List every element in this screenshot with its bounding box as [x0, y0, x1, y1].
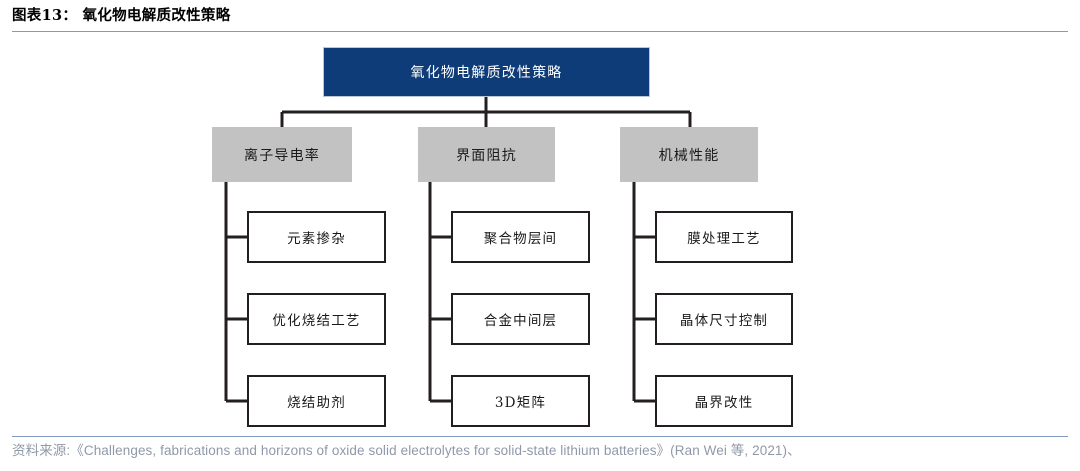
footer-divider [12, 436, 1068, 437]
page-title: 图表13： 氧化物电解质改性策略 [12, 7, 231, 24]
node-leaf[interactable]: 3D矩阵 [451, 375, 590, 427]
node-root[interactable]: 氧化物电解质改性策略 [323, 47, 650, 97]
node-category-mechanical-performance[interactable]: 机械性能 [620, 127, 758, 182]
node-leaf[interactable]: 晶体尺寸控制 [655, 293, 793, 345]
header-divider [12, 31, 1068, 32]
node-category-interface-impedance[interactable]: 界面阻抗 [418, 127, 555, 182]
node-leaf[interactable]: 元素掺杂 [247, 211, 386, 263]
node-leaf[interactable]: 优化烧结工艺 [247, 293, 386, 345]
node-leaf[interactable]: 烧结助剂 [247, 375, 386, 427]
diagram-canvas: 氧化物电解质改性策略 离子导电率 界面阻抗 机械性能 元素掺杂 优化烧结工艺 烧… [0, 36, 1080, 436]
figure-footer: 资料来源:《Challenges, fabrications and horiz… [12, 436, 1068, 462]
node-leaf[interactable]: 膜处理工艺 [655, 211, 793, 263]
node-leaf[interactable]: 合金中间层 [451, 293, 590, 345]
node-category-ionic-conductivity[interactable]: 离子导电率 [212, 127, 352, 182]
figure-header: 图表13： 氧化物电解质改性策略 [12, 6, 1068, 36]
node-leaf[interactable]: 晶界改性 [655, 375, 793, 427]
source-note: 资料来源:《Challenges, fabrications and horiz… [12, 443, 801, 458]
node-leaf[interactable]: 聚合物层间 [451, 211, 590, 263]
